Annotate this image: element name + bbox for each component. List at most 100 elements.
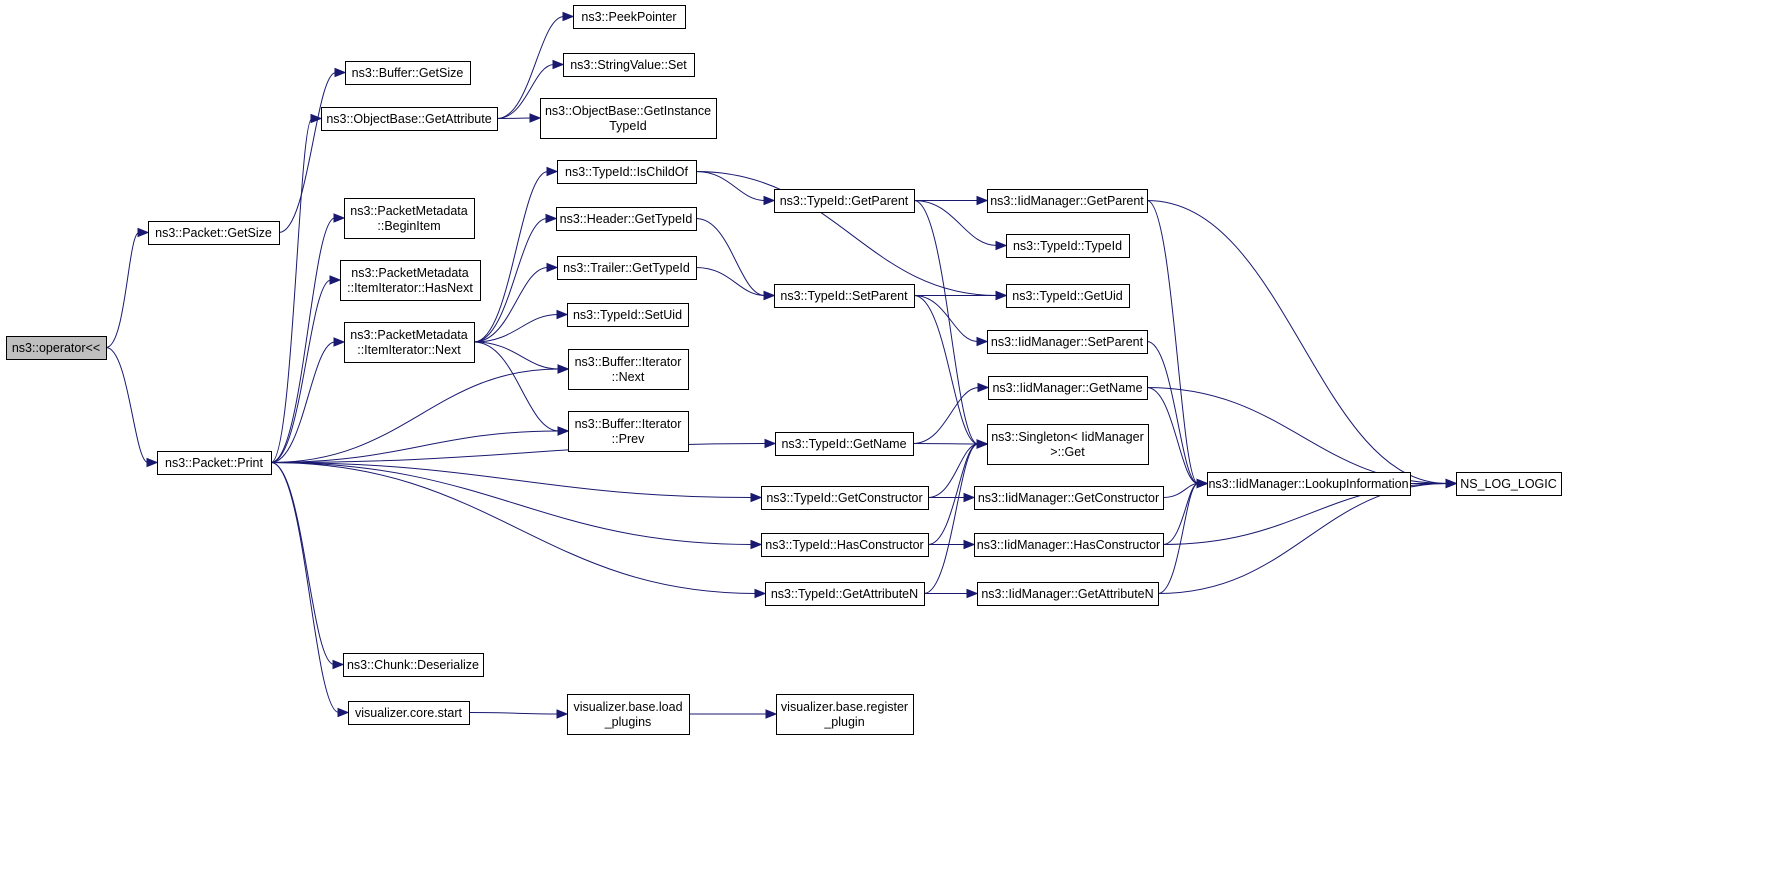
node-ns3-operator[interactable]: ns3::operator<< [6, 336, 107, 360]
edge-line [473, 314, 559, 343]
arrowhead-icon [556, 709, 569, 719]
edge-line [1162, 483, 1199, 498]
node-ns3-iidmanager-getname[interactable]: ns3::IidManager::GetName [988, 376, 1148, 400]
node-label: ns3::StringValue::Set [570, 58, 687, 72]
node-ns3-typeid-setuid[interactable]: ns3::TypeId::SetUid [567, 303, 689, 327]
edge-n10-to-n13 [473, 262, 559, 343]
node-label: ns3::Buffer::Iterator [575, 355, 682, 369]
node-ns3-typeid-getname[interactable]: ns3::TypeId::GetName [775, 432, 914, 456]
arrowhead-icon [310, 113, 323, 124]
node-label: ns3::Trailer::GetTypeId [563, 261, 690, 275]
edge-line [913, 295, 979, 445]
node-label: ns3::IidManager::GetAttributeN [981, 587, 1153, 601]
node-ns3-packet-print[interactable]: ns3::Packet::Print [157, 451, 272, 475]
edge-line [923, 443, 979, 594]
node-ns3-typeid-getconstructor[interactable]: ns3::TypeId::GetConstructor [761, 486, 929, 510]
arrowhead-icon [976, 439, 989, 449]
edge-n2-to-n16 [270, 426, 570, 463]
edge-line [278, 72, 337, 233]
edge-line [913, 200, 998, 246]
arrowhead-icon [545, 213, 558, 224]
node-ns3-trailer-gettypeid[interactable]: ns3::Trailer::GetTypeId [557, 256, 697, 280]
node-ns3-buffer-getsize[interactable]: ns3::Buffer::GetSize [345, 61, 471, 85]
node-visualizer-base-register-plugin[interactable]: visualizer.base.register_plugin [776, 694, 914, 735]
node-label: visualizer.base.load [573, 700, 682, 714]
node-ns-log-logic[interactable]: NS_LOG_LOGIC [1456, 472, 1562, 496]
node-ns3-iidmanager-setparent[interactable]: ns3::IidManager::SetParent [987, 330, 1148, 354]
node-label: ns3::Buffer::GetSize [352, 66, 464, 80]
node-label: ::Prev [612, 432, 645, 446]
edge-n2-to-n15 [270, 364, 570, 463]
node-label: ns3::IidManager::GetConstructor [978, 491, 1159, 505]
node-visualizer-core-start[interactable]: visualizer.core.start [348, 701, 470, 725]
node-ns3-singleton-iidmanager-get[interactable]: ns3::Singleton< IidManager>::Get [987, 424, 1149, 465]
edge-line [270, 430, 560, 463]
node-ns3-typeid-getuid[interactable]: ns3::TypeId::GetUid [1006, 284, 1130, 308]
node-ns3-packet-getsize[interactable]: ns3::Packet::GetSize [148, 221, 280, 245]
arrowhead-icon [763, 195, 776, 206]
node-box [776, 694, 914, 735]
edge-line [105, 232, 140, 348]
node-box [556, 207, 697, 231]
node-ns3-typeid-hasconstructor[interactable]: ns3::TypeId::HasConstructor [761, 533, 929, 557]
edge-n23-to-n32 [1146, 200, 1209, 489]
node-label: ns3::PacketMetadata [351, 266, 468, 280]
node-ns3-typeid-getattributen[interactable]: ns3::TypeId::GetAttributeN [765, 582, 925, 606]
edge-line [270, 217, 336, 463]
node-ns3-iidmanager-hasconstructor[interactable]: ns3::IidManager::HasConstructor [974, 533, 1164, 557]
arrowhead-icon [137, 227, 150, 238]
node-ns3-typeid-typeid[interactable]: ns3::TypeId::TypeId [1006, 234, 1130, 258]
arrowhead-icon [332, 659, 345, 670]
node-label: ns3::Packet::GetSize [155, 226, 272, 240]
node-box [974, 486, 1164, 510]
edge-n4-to-n6 [496, 59, 565, 119]
node-box [1207, 472, 1411, 496]
node-label: ns3::PacketMetadata [350, 328, 467, 342]
node-box [348, 701, 470, 725]
node-ns3-packetmetadata-itemiterator-hasnext[interactable]: ns3::PacketMetadata::ItemIterator::HasNe… [340, 260, 481, 301]
node-ns3-objectbase-getattribute[interactable]: ns3::ObjectBase::GetAttribute [321, 107, 498, 131]
node-ns3-iidmanager-getparent[interactable]: ns3::IidManager::GetParent [987, 189, 1148, 213]
node-ns3-packetmetadata-beginitem[interactable]: ns3::PacketMetadata::BeginItem [344, 198, 475, 239]
node-ns3-header-gettypeid[interactable]: ns3::Header::GetTypeId [556, 207, 697, 231]
node-label: _plugin [823, 715, 864, 729]
node-ns3-typeid-setparent[interactable]: ns3::TypeId::SetParent [774, 284, 915, 308]
node-box [1456, 472, 1562, 496]
node-ns3-typeid-getparent[interactable]: ns3::TypeId::GetParent [774, 189, 915, 213]
node-ns3-packetmetadata-itemiterator-next[interactable]: ns3::PacketMetadata::ItemIterator::Next [344, 322, 475, 363]
arrowhead-icon [529, 113, 542, 123]
node-ns3-typeid-ischildof[interactable]: ns3::TypeId::IsChildOf [557, 160, 697, 184]
node-box [987, 424, 1149, 465]
edge-line [270, 443, 767, 463]
edge-line [695, 171, 766, 201]
node-ns3-buffer-iterator-prev[interactable]: ns3::Buffer::Iterator::Prev [568, 411, 689, 452]
node-ns3-iidmanager-getattributen[interactable]: ns3::IidManager::GetAttributeN [977, 582, 1159, 606]
edge-n0-to-n1 [105, 227, 150, 348]
arrowhead-icon [977, 382, 990, 393]
node-box [568, 349, 689, 390]
node-label: visualizer.core.start [355, 706, 463, 720]
node-box [987, 189, 1148, 213]
arrowhead-icon [329, 275, 342, 285]
node-box [567, 303, 689, 327]
node-box [974, 533, 1164, 557]
node-visualizer-base-load-plugins[interactable]: visualizer.base.load_plugins [567, 694, 690, 735]
edge-line [473, 218, 548, 343]
node-ns3-iidmanager-getconstructor[interactable]: ns3::IidManager::GetConstructor [974, 486, 1164, 510]
node-ns3-chunk-deserialize[interactable]: ns3::Chunk::Deserialize [343, 653, 484, 677]
node-box [157, 451, 272, 475]
arrowhead-icon [750, 492, 763, 503]
node-label: ns3::Header::GetTypeId [560, 212, 693, 226]
node-ns3-peekpointer[interactable]: ns3::PeekPointer [573, 5, 686, 29]
node-label: ns3::ObjectBase::GetAttribute [326, 112, 491, 126]
node-ns3-stringvalue-set[interactable]: ns3::StringValue::Set [563, 53, 695, 77]
edge-line [496, 117, 532, 119]
node-ns3-buffer-iterator-next[interactable]: ns3::Buffer::Iterator::Next [568, 349, 689, 390]
node-label: _plugins [604, 715, 652, 729]
edge-n21-to-n30 [928, 539, 976, 550]
edge-line [468, 712, 559, 715]
node-ns3-iidmanager-lookupinformation[interactable]: ns3::IidManager::LookupInformation [1207, 472, 1411, 496]
